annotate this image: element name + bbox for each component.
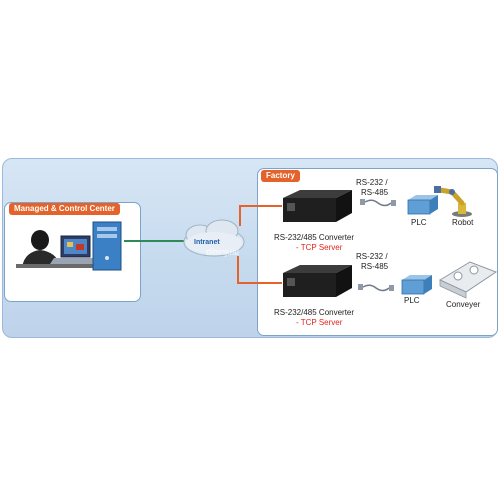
serial-converter-icon xyxy=(283,190,352,222)
protocol-label-line1: RS-232 / xyxy=(356,252,388,261)
serial-cable-icon xyxy=(360,199,396,207)
protocol-label-line2: RS-485 xyxy=(361,188,389,197)
robot-label: Robot xyxy=(452,218,474,227)
laptop-icon xyxy=(50,235,97,264)
converter-mode-label: - TCP Server xyxy=(296,243,343,252)
plc-label: PLC xyxy=(404,296,420,305)
converter-mode-label: - TCP Server xyxy=(296,318,343,327)
conveyor-icon xyxy=(438,261,498,299)
plc-icon xyxy=(407,195,438,215)
protocol-label-line1: RS-232 / xyxy=(356,178,388,187)
watermark-text: dibinjual xyxy=(206,247,240,257)
link-line-cloud-to-converter-1 xyxy=(239,205,282,226)
intranet-cloud-icon xyxy=(183,219,245,257)
protocol-label-line2: RS-485 xyxy=(361,262,389,271)
robot-arm-icon xyxy=(434,186,472,217)
operator-icon xyxy=(22,230,60,268)
converter-label: RS-232/485 Converter xyxy=(274,233,355,242)
conveyor-label: Conveyer xyxy=(446,300,481,309)
control-center-title: Managed & Control Center xyxy=(9,203,120,215)
serial-converter-icon xyxy=(283,265,352,297)
converter-label: RS-232/485 Converter xyxy=(274,308,355,317)
tower-pc-icon xyxy=(92,221,122,271)
plc-icon xyxy=(401,275,432,295)
desk-icon xyxy=(16,264,108,268)
intranet-label: Intranet xyxy=(194,239,220,246)
serial-cable-icon xyxy=(358,284,394,292)
plc-label: PLC xyxy=(411,218,427,227)
factory-title: Factory xyxy=(261,170,300,182)
link-line-cloud-to-converter-2 xyxy=(237,256,282,284)
